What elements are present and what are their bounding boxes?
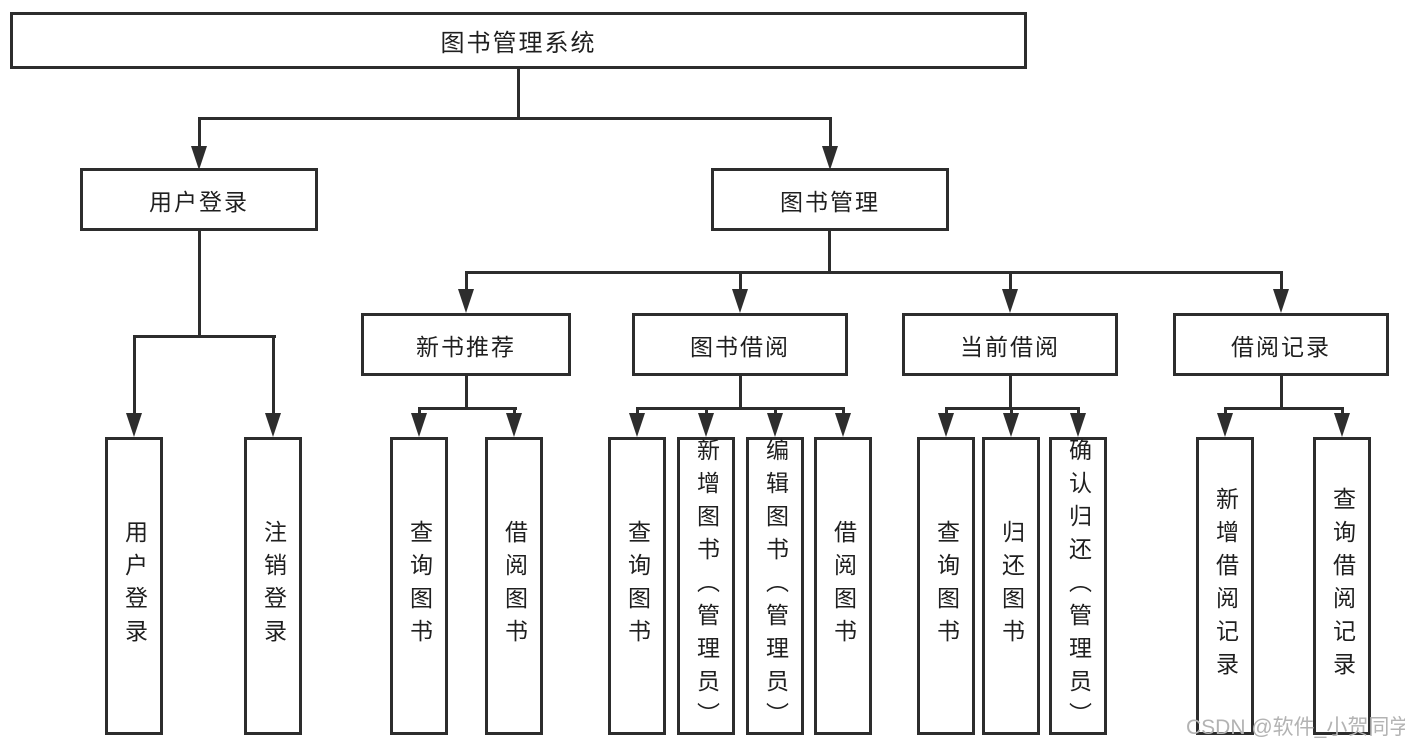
node-label: 借阅图书 (830, 520, 857, 652)
arrow-down-icon (458, 289, 474, 313)
connector-line (1279, 272, 1283, 292)
arrow-down-icon (1334, 413, 1350, 437)
node-book-management: 图书管理 (711, 168, 949, 231)
node-label: 新增借阅记录 (1212, 487, 1239, 685)
connector-line (271, 336, 275, 415)
arrow-down-icon (1003, 413, 1019, 437)
connector-line (464, 374, 468, 408)
node-label: 图书管理 (780, 188, 880, 215)
arrow-down-icon (1070, 413, 1086, 437)
node-leaf-query-books-3: 查询图书 (917, 437, 975, 735)
node-label: 注销登录 (260, 520, 287, 652)
connector-line (1223, 406, 1344, 410)
arrow-down-icon (1217, 413, 1233, 437)
node-label: 借阅记录 (1231, 333, 1331, 360)
arrow-down-icon (191, 146, 207, 170)
arrow-down-icon (698, 413, 714, 437)
node-label: 查询借阅记录 (1329, 487, 1356, 685)
connector-line (828, 118, 832, 150)
node-leaf-query-borrow-record: 查询借阅记录 (1313, 437, 1371, 735)
connector-line (1008, 374, 1012, 408)
node-label: 用户登录 (149, 188, 249, 215)
connector-line (132, 336, 136, 415)
node-leaf-return-book: 归还图书 (982, 437, 1040, 735)
node-label: 查询图书 (624, 520, 651, 652)
node-label: 新增图书（管理员） (693, 437, 720, 735)
node-user-login: 用户登录 (80, 168, 318, 231)
node-leaf-logout: 注销登录 (244, 437, 302, 735)
connector-line (1008, 272, 1012, 292)
arrow-down-icon (506, 413, 522, 437)
node-leaf-user-login: 用户登录 (105, 437, 163, 735)
connector-line (516, 68, 520, 118)
node-label: 图书借阅 (690, 333, 790, 360)
node-label: 用户登录 (121, 520, 148, 652)
connector-line (738, 374, 742, 408)
node-label: 确认归还（管理员） (1065, 437, 1092, 735)
connector-line (132, 334, 276, 338)
connector-line (635, 406, 845, 410)
arrow-down-icon (767, 413, 783, 437)
arrow-down-icon (411, 413, 427, 437)
node-label: 查询图书 (406, 520, 433, 652)
node-label: 借阅图书 (501, 520, 528, 652)
arrow-down-icon (835, 413, 851, 437)
connector-line (464, 272, 468, 292)
connector-line (417, 406, 517, 410)
node-leaf-add-book-admin: 新增图书（管理员） (677, 437, 735, 735)
node-label: 查询图书 (933, 520, 960, 652)
node-root: 图书管理系统 (10, 12, 1027, 69)
node-leaf-add-borrow-record: 新增借阅记录 (1196, 437, 1254, 735)
arrow-down-icon (629, 413, 645, 437)
arrow-down-icon (732, 289, 748, 313)
arrow-down-icon (822, 146, 838, 170)
node-label: 编辑图书（管理员） (762, 437, 789, 735)
connector-line (197, 231, 201, 337)
node-new-book-recommend: 新书推荐 (361, 313, 571, 376)
node-current-borrow: 当前借阅 (902, 313, 1118, 376)
node-leaf-borrow-books-2: 借阅图书 (814, 437, 872, 735)
arrow-down-icon (938, 413, 954, 437)
arrow-down-icon (1002, 289, 1018, 313)
node-borrow-records: 借阅记录 (1173, 313, 1389, 376)
node-label: 当前借阅 (960, 333, 1060, 360)
connector-line (738, 272, 742, 292)
node-label: 图书管理系统 (440, 30, 597, 57)
connector-line (464, 270, 1283, 274)
watermark: CSDN @软件_小贺同学 (1186, 716, 1405, 739)
node-leaf-borrow-books-1: 借阅图书 (485, 437, 543, 735)
connector-line (197, 116, 832, 120)
connector-line (1279, 374, 1283, 408)
node-leaf-query-books-2: 查询图书 (608, 437, 666, 735)
connector-line (827, 231, 831, 273)
node-label: 归还图书 (998, 520, 1025, 652)
node-leaf-edit-book-admin: 编辑图书（管理员） (746, 437, 804, 735)
node-label: 新书推荐 (416, 333, 516, 360)
arrow-down-icon (265, 413, 281, 437)
node-book-borrow: 图书借阅 (632, 313, 848, 376)
node-leaf-confirm-return-admin: 确认归还（管理员） (1049, 437, 1107, 735)
arrow-down-icon (126, 413, 142, 437)
connector-line (197, 118, 201, 150)
arrow-down-icon (1273, 289, 1289, 313)
node-leaf-query-books-1: 查询图书 (390, 437, 448, 735)
